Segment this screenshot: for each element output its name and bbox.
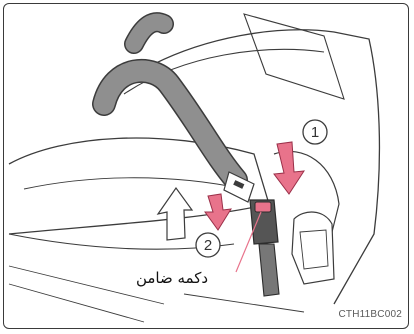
arrow-1: [274, 142, 304, 194]
release-button-label: دکمه ضامن: [116, 269, 228, 287]
seat-belt-webbing-fill: [104, 71, 236, 180]
arrow-2: [205, 194, 231, 230]
arrow-up-outline: [158, 188, 192, 240]
step-1-number: 1: [311, 124, 319, 141]
seat-belt-upper-fill: [134, 22, 164, 44]
step-2-number: 2: [204, 237, 212, 254]
buckle-stalk: [259, 244, 279, 296]
figure-code: CTH11BC002: [338, 309, 402, 320]
release-button: [255, 202, 271, 212]
seat-headrest-outline: [244, 14, 344, 99]
seat-cushion-stitch: [24, 178, 244, 189]
diagram-frame: 1 2 دکمه ضامن CTH11BC002: [3, 3, 409, 329]
buckle-base: [292, 212, 334, 284]
